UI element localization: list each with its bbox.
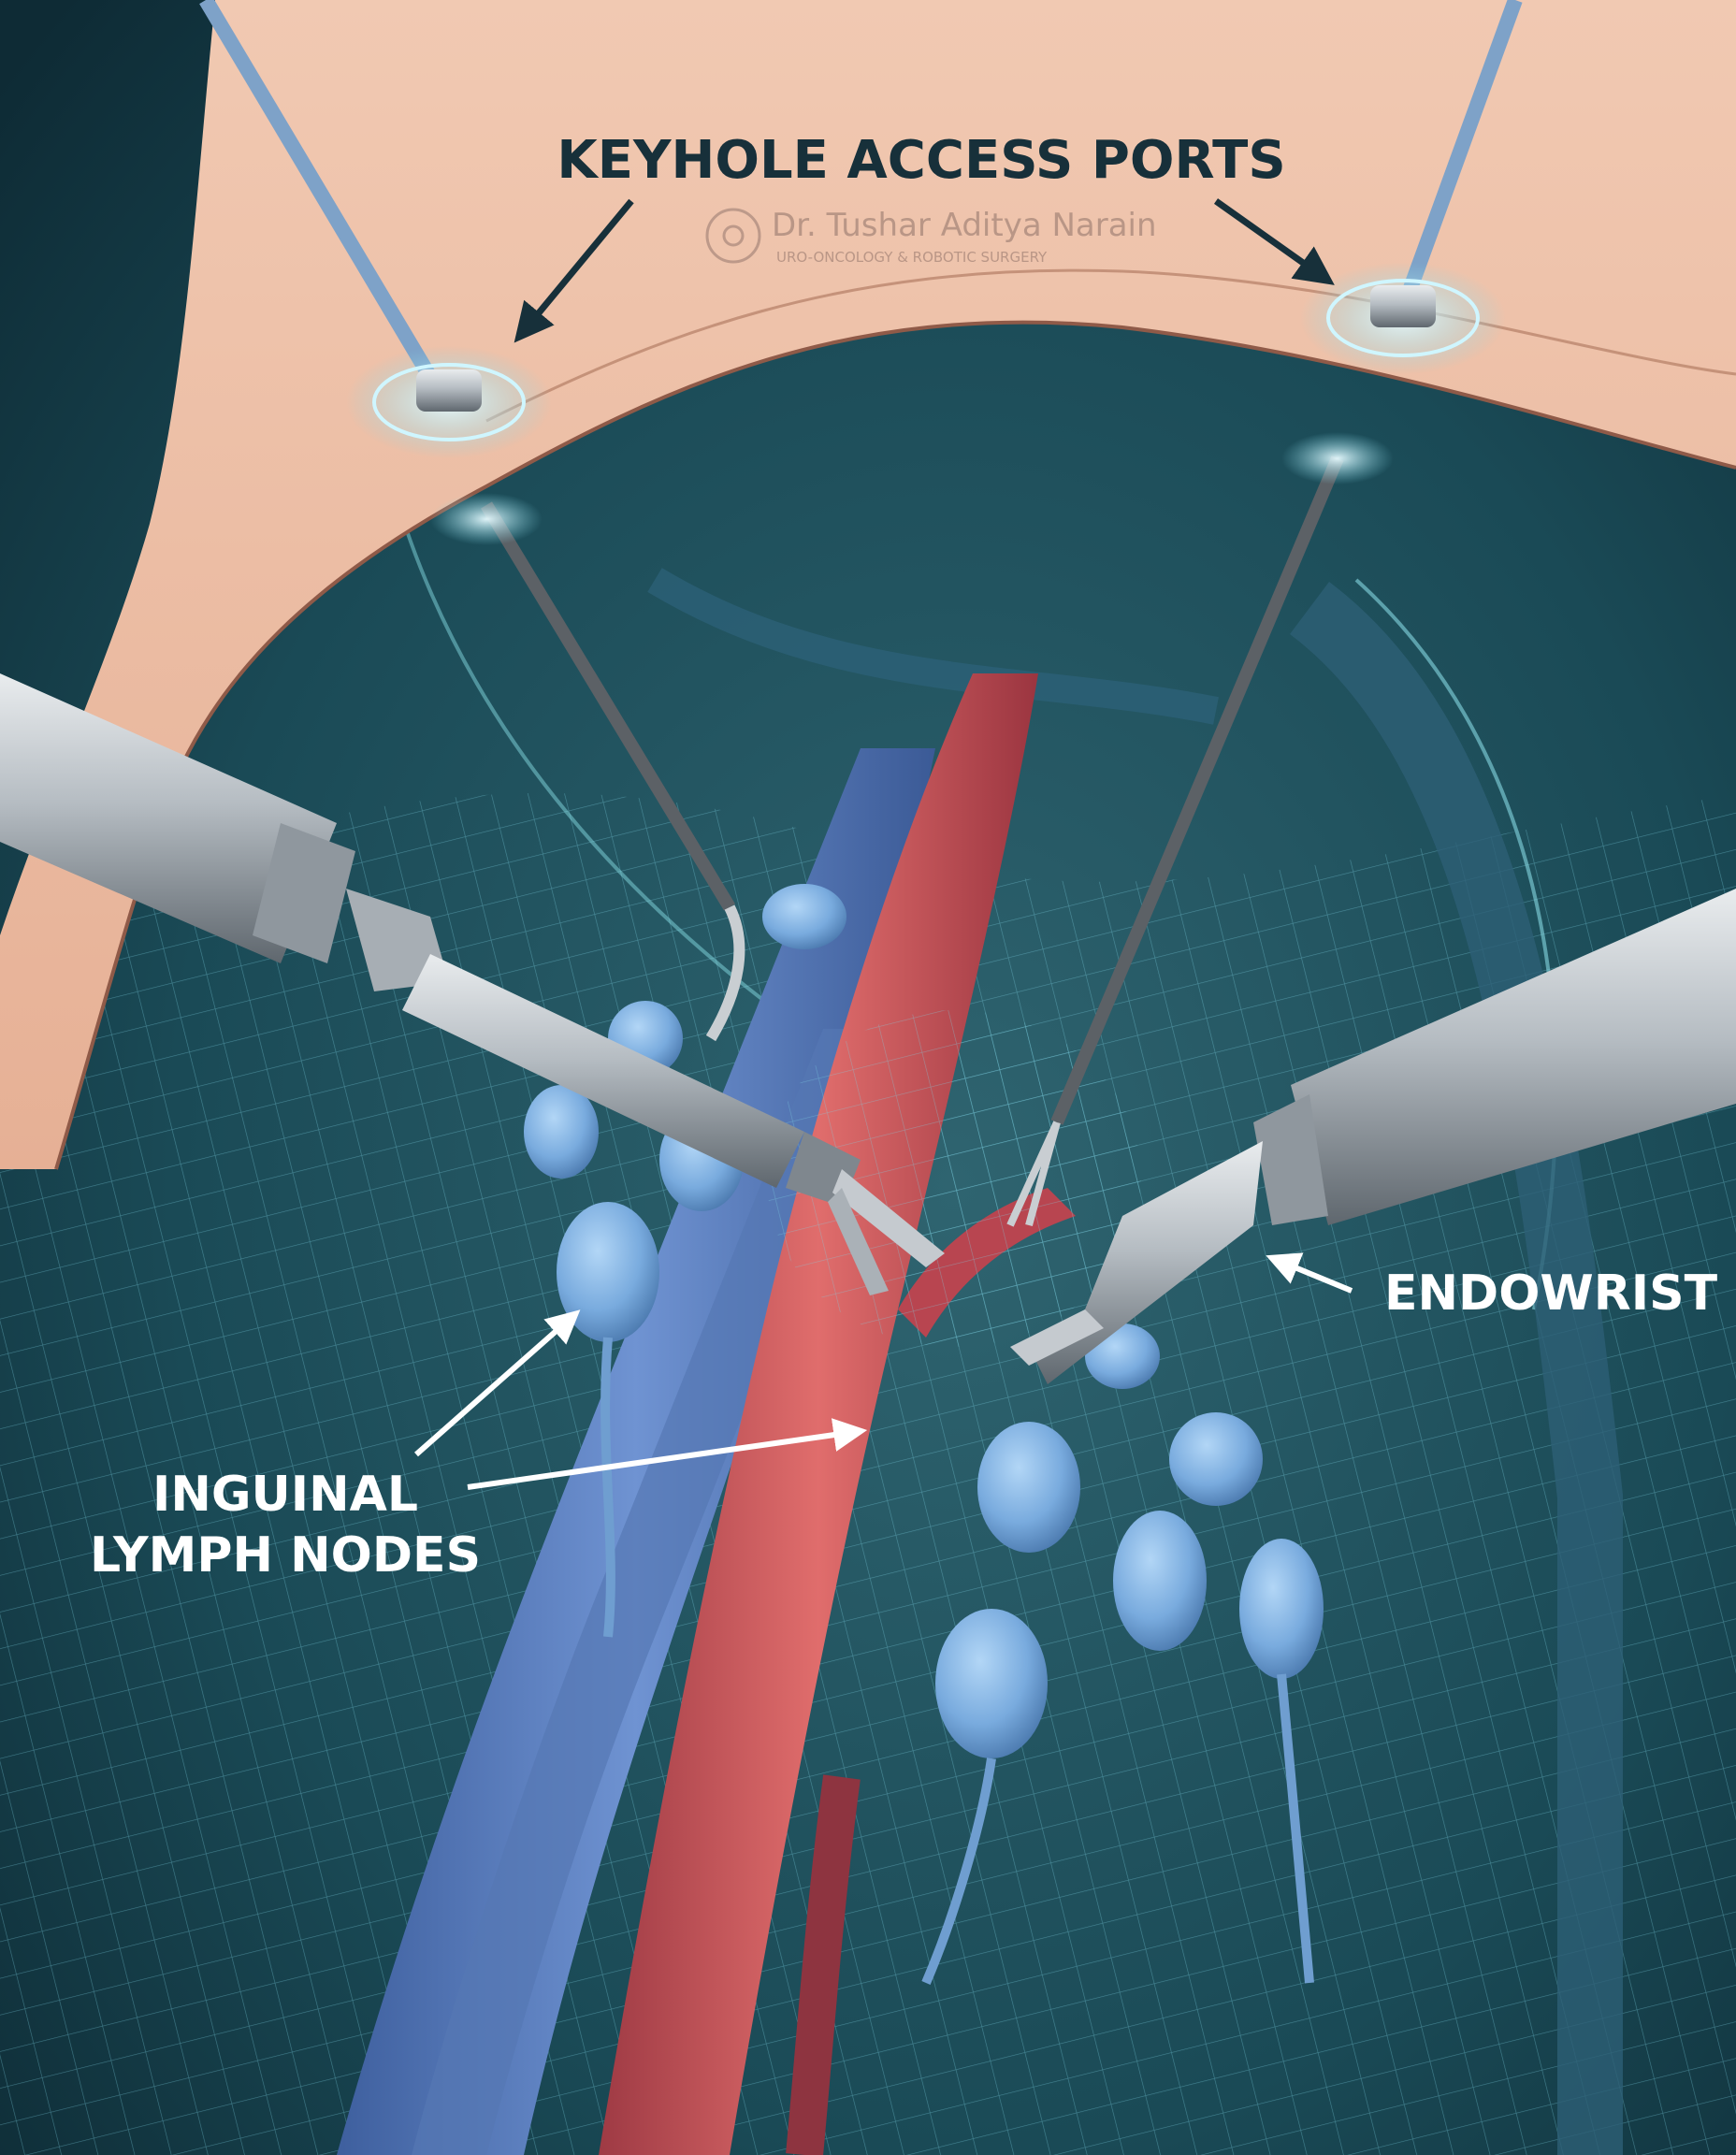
- background-vessel: [1289, 582, 1623, 2155]
- left-thin-instrument: [199, 0, 745, 1042]
- lymph-node: [524, 1085, 599, 1179]
- lymph-node: [557, 1202, 659, 1342]
- watermark-logo: [705, 208, 761, 264]
- access-port-left: [346, 346, 552, 545]
- ports-arrow-right: [1213, 198, 1335, 285]
- endowrist-label: ENDOWRIST: [1384, 1266, 1718, 1322]
- nodes-label-line1: INGUINAL: [152, 1467, 418, 1523]
- left-robotic-arm: [0, 673, 945, 1295]
- lymph-node: [1113, 1511, 1207, 1651]
- ports-arrow-left: [514, 198, 634, 343]
- lymph-node: [762, 884, 846, 949]
- nodes-label-line2: LYMPH NODES: [90, 1527, 481, 1584]
- watermark-subtitle: URO-ONCOLOGY & ROBOTIC SURGERY: [776, 249, 1048, 266]
- femoral-vein: [337, 748, 935, 2155]
- nodes-arrow-up: [414, 1309, 581, 1457]
- access-port-right: [1281, 262, 1506, 485]
- saphenous-vein: [412, 1029, 879, 2155]
- skin-inner-edge: [485, 268, 1736, 423]
- lower-artery: [786, 1774, 861, 2155]
- ports-label: KEYHOLE ACCESS PORTS: [557, 130, 1285, 191]
- lymph-node: [1169, 1412, 1263, 1506]
- nodes-arrow-right: [467, 1418, 868, 1490]
- lymph-node: [935, 1609, 1048, 1758]
- endowrist-arrow: [1266, 1252, 1353, 1294]
- right-robotic-arm: [1010, 889, 1736, 1384]
- lymph-vessel: [1277, 1673, 1314, 1984]
- lymph-vessel: [600, 1337, 615, 1638]
- lymph-node: [977, 1422, 1080, 1553]
- lymph-node-cluster: [524, 884, 1324, 1985]
- lymph-vessel: [921, 1757, 996, 1985]
- lymph-node: [1239, 1539, 1324, 1679]
- background-vessel-2: [647, 568, 1219, 725]
- watermark-name: Dr. Tushar Aditya Narain: [772, 207, 1157, 244]
- right-thin-instrument: [1006, 0, 1523, 1227]
- skin-flap: [0, 0, 1736, 1169]
